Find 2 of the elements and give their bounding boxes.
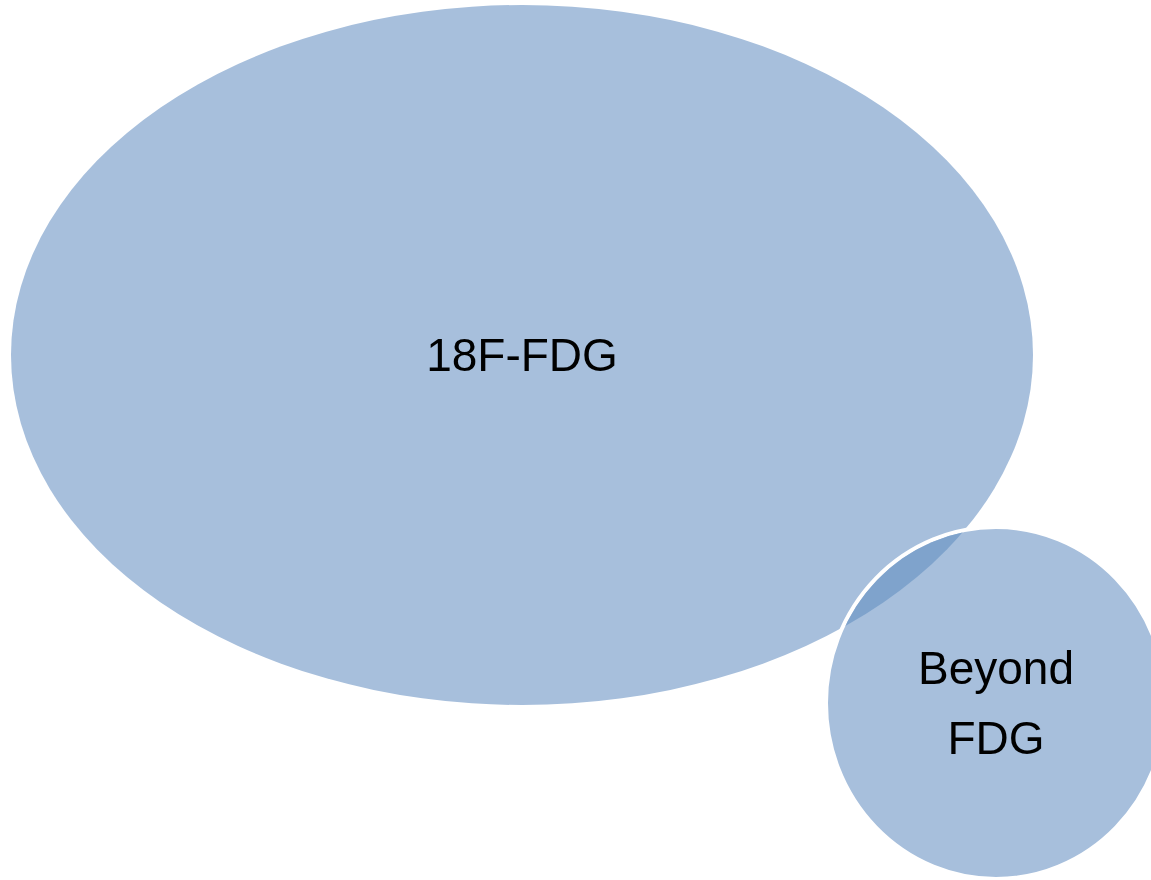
node-label: Beyond FDG <box>917 641 1075 766</box>
node-label: 18F-FDG <box>425 328 619 383</box>
